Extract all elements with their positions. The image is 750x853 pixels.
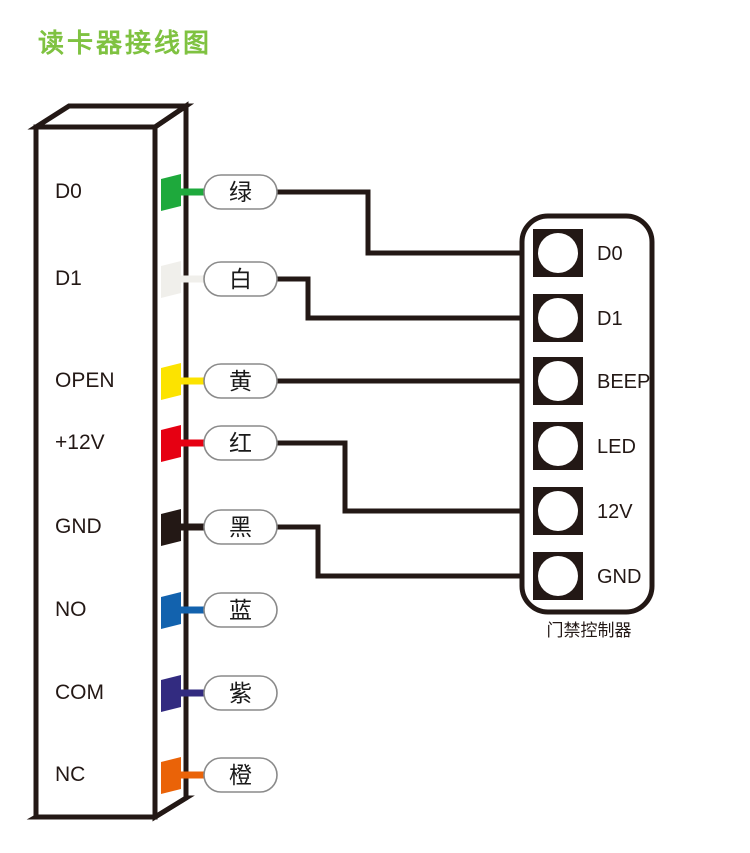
wire-color-pill-label: 白 — [229, 266, 252, 292]
wire-stub — [178, 275, 208, 283]
wire-color-pill — [203, 592, 278, 628]
wire-tab — [161, 592, 181, 629]
reader-top-face — [27, 103, 195, 130]
reader-side-face — [152, 101, 189, 822]
connection-wire — [274, 189, 527, 256]
terminal-label: BEEP — [597, 371, 650, 393]
wire-tab — [161, 261, 181, 298]
reader-pin-label: D1 — [55, 267, 82, 290]
wire-color-pill — [203, 509, 278, 545]
wire-tab — [161, 174, 181, 211]
wire-color-pill — [203, 261, 278, 297]
wire-tab — [161, 757, 181, 794]
wire-stub — [178, 606, 208, 614]
wire-color-pill — [203, 363, 278, 399]
connection-wire — [274, 276, 527, 321]
wire-color-pill-label: 黑 — [229, 514, 252, 540]
terminal-hole-circle — [538, 361, 578, 401]
wire-tab — [161, 509, 181, 546]
wire-color-pill-label: 绿 — [229, 179, 252, 205]
reader-pin-label: D0 — [55, 180, 82, 203]
wire-color-pill-label: 紫 — [229, 680, 252, 706]
wire-stub — [178, 377, 208, 385]
connection-wire — [274, 440, 527, 514]
connection-wire — [274, 524, 527, 579]
terminal-label: 12V — [597, 501, 633, 523]
reader-pin-label: NO — [55, 598, 87, 621]
wire-color-pill — [203, 757, 278, 793]
controller-caption: 门禁控制器 — [547, 621, 632, 640]
wire-tab — [161, 363, 181, 400]
wire-tab — [161, 675, 181, 712]
wire-color-pill-label: 蓝 — [229, 597, 252, 623]
wire-color-pill — [203, 174, 278, 210]
wire-stub — [178, 439, 208, 447]
wire-color-pill — [203, 425, 278, 461]
terminal-hole-circle — [538, 426, 578, 466]
wire-color-pill-label: 红 — [229, 430, 252, 456]
wire-color-pill-label: 橙 — [229, 762, 252, 788]
wire-tabs-and-stubs — [161, 174, 208, 794]
wire-color-pill-label: 黄 — [229, 368, 252, 394]
wire-stub — [178, 188, 208, 196]
reader-pin-label: OPEN — [55, 369, 115, 392]
reader-pin-label: COM — [55, 681, 104, 704]
terminal-label: GND — [597, 566, 641, 588]
wire-stub — [178, 771, 208, 779]
wire-stub — [178, 689, 208, 697]
terminal-hole-circle — [538, 556, 578, 596]
terminal-hole-circle — [538, 298, 578, 338]
terminal-label: D0 — [597, 243, 623, 265]
terminal-hole-circle — [538, 233, 578, 273]
terminal-hole-circle — [538, 491, 578, 531]
page-title: 读卡器接线图 — [38, 29, 212, 59]
connection-wires — [274, 189, 527, 579]
terminal-label: LED — [597, 436, 636, 458]
wire-stub — [178, 523, 208, 531]
reader-pin-label: GND — [55, 515, 102, 538]
reader-pin-label: NC — [55, 763, 85, 786]
terminal-label: D1 — [597, 308, 623, 330]
reader-front-face — [33, 124, 158, 820]
wire-color-pill — [203, 675, 278, 711]
wire-tab — [161, 425, 181, 462]
reader-pin-label: +12V — [55, 431, 105, 454]
